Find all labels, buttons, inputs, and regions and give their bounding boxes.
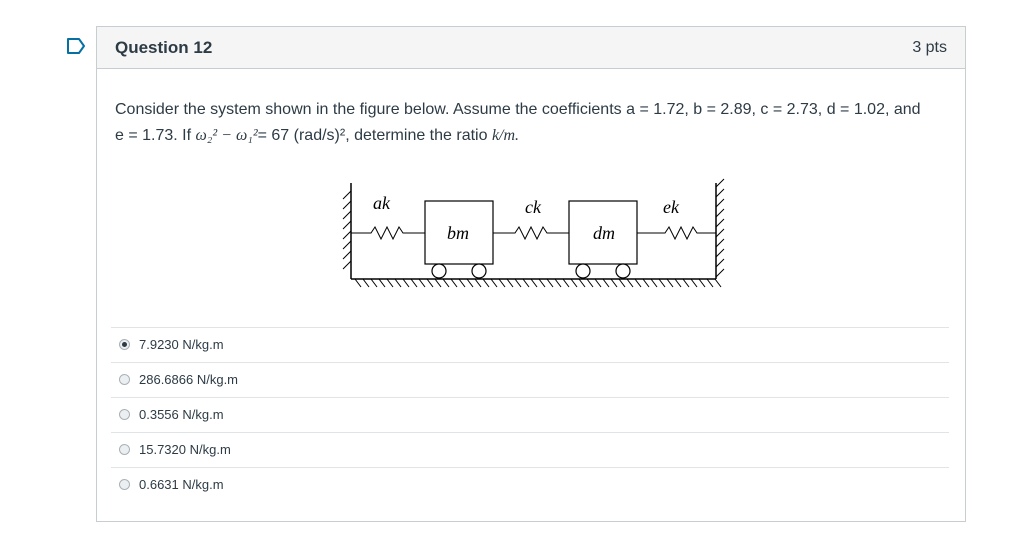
answer-label[interactable]: 7.9230 N/kg.m <box>139 337 224 352</box>
question-title: Question 12 <box>115 38 213 57</box>
question-text-part: e = 1.73. If <box>115 127 196 144</box>
answer-option[interactable]: 0.3556 N/kg.m <box>111 397 949 432</box>
question-points: 3 pts <box>912 39 947 56</box>
spring1-label: ak <box>373 193 391 213</box>
answer-list: 7.9230 N/kg.m 286.6866 N/kg.m 0.3556 N/k… <box>111 327 949 502</box>
question-coefficients: a = 1.72, b = 2.89, c = 2.73, d = 1.02, … <box>626 101 921 118</box>
radio-button[interactable] <box>119 444 130 455</box>
radio-button[interactable] <box>119 409 130 420</box>
answer-option[interactable]: 286.6866 N/kg.m <box>111 362 949 397</box>
question-header: Question 12 3 pts <box>97 27 965 69</box>
ratio-expression: k/m. <box>491 127 520 144</box>
mass-spring-figure: ak bm ck dm ek <box>342 178 725 288</box>
radio-button[interactable] <box>119 374 130 385</box>
answer-label[interactable]: 286.6866 N/kg.m <box>139 372 239 387</box>
question-box: Question 12 3 pts Consider the system sh… <box>96 26 966 522</box>
bookmark-flag-icon[interactable] <box>66 38 86 54</box>
mass1-label: bm <box>447 223 469 243</box>
answer-label[interactable]: 15.7320 N/kg.m <box>139 442 231 457</box>
spring2-label: ck <box>525 197 542 217</box>
answer-label[interactable]: 0.6631 N/kg.m <box>139 477 224 492</box>
spring3-label: ek <box>663 197 680 217</box>
mass2-label: dm <box>593 223 615 243</box>
answer-option[interactable]: 0.6631 N/kg.m <box>111 467 949 502</box>
radio-button-selected[interactable] <box>119 339 130 350</box>
answer-label[interactable]: 0.3556 N/kg.m <box>139 407 224 422</box>
question-text-part: Consider the system shown in the figure … <box>115 101 627 118</box>
question-text: Consider the system shown in the figure … <box>115 97 955 149</box>
answer-option[interactable]: 7.9230 N/kg.m <box>111 327 949 362</box>
omega-expression: ω₂² − ω₁² <box>195 127 258 144</box>
radio-button[interactable] <box>119 479 130 490</box>
question-text-part: = 67 (rad/s)², determine the ratio <box>257 127 492 144</box>
answer-option[interactable]: 15.7320 N/kg.m <box>111 432 949 467</box>
